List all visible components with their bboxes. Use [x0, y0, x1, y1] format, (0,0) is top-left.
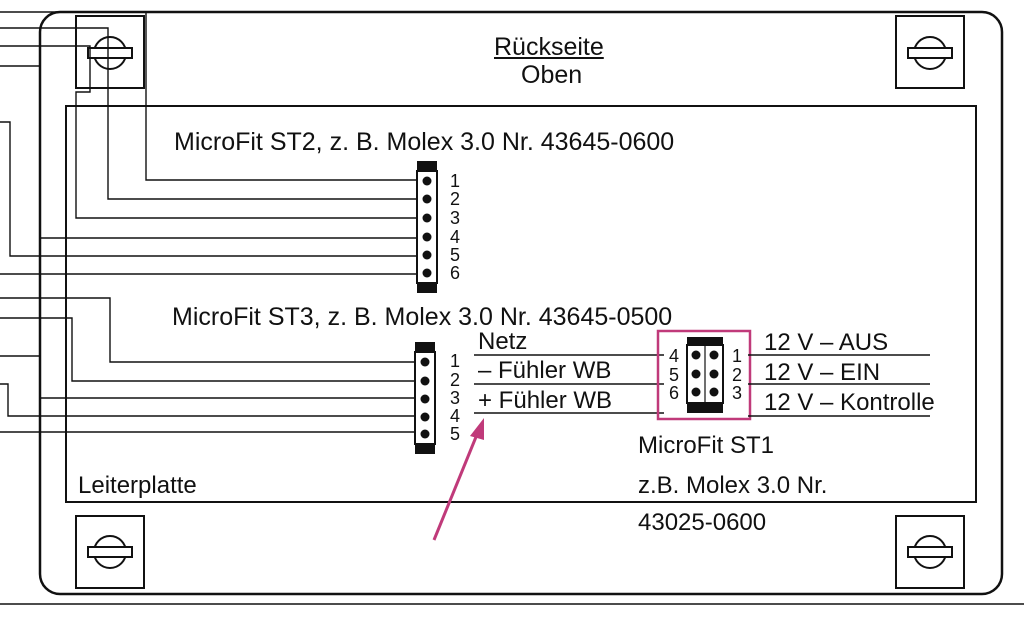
st3-wires — [0, 297, 418, 433]
mounting-screw-icon — [75, 515, 145, 589]
mounting-screw-icon — [75, 15, 145, 89]
st3-signal-lines — [474, 354, 664, 414]
st3-pin-label: 4 — [450, 406, 461, 426]
housing-outline — [38, 10, 1004, 596]
board-label: Leiterplatte — [78, 472, 197, 499]
st2-pin-label: 2 — [450, 189, 461, 209]
st1-pin-label: 2 — [732, 365, 743, 385]
st2-connector — [416, 161, 438, 293]
st1-part-number: 43025-0600 — [638, 509, 767, 536]
header-subtitle: Oben — [521, 61, 583, 89]
st1-pin-label: 4 — [669, 346, 680, 366]
st3-signal-label: + Fühler WB — [478, 387, 613, 414]
st1-name: MicroFit ST1 — [638, 432, 775, 459]
st3-signal-label: – Fühler WB — [478, 357, 612, 384]
st1-highlight — [656, 329, 752, 421]
st2-pin-label: 6 — [450, 263, 461, 283]
st2-pin-label: 4 — [450, 227, 461, 247]
st1-part-line: z.B. Molex 3.0 Nr. — [638, 472, 828, 499]
pcb-outline — [65, 105, 977, 503]
mounting-screw-icon — [895, 15, 965, 89]
st1-pin-label: 5 — [669, 365, 680, 385]
st1-output-lines — [748, 354, 930, 417]
st3-pin-label: 3 — [450, 388, 461, 408]
st1-pin-label: 6 — [669, 383, 680, 403]
st3-signal-label: Netz — [478, 328, 528, 355]
st2-pin-label: 5 — [450, 245, 461, 265]
st1-connector — [686, 337, 724, 413]
st1-pin-label: 3 — [732, 383, 743, 403]
st1-output-label: 12 V – AUS — [764, 329, 889, 356]
st2-wires — [0, 11, 418, 275]
st1-output-label: 12 V – EIN — [764, 359, 881, 386]
st2-pin-label: 1 — [450, 171, 461, 191]
pointer-arrow — [432, 418, 484, 541]
st1-pin-label: 1 — [732, 346, 743, 366]
st2-label: MicroFit ST2, z. B. Molex 3.0 Nr. 43645-… — [174, 128, 675, 156]
st3-label: MicroFit ST3, z. B. Molex 3.0 Nr. 43645-… — [172, 303, 673, 331]
st1-output-label: 12 V – Kontrolle — [764, 389, 935, 416]
st3-connector — [414, 342, 436, 454]
st3-pin-label: 5 — [450, 424, 461, 444]
mounting-screw-icon — [895, 515, 965, 589]
st2-pin-label: 3 — [450, 208, 461, 228]
header-title: Rückseite — [494, 33, 604, 61]
st3-pin-label: 2 — [450, 370, 461, 390]
st3-pin-label: 1 — [450, 351, 461, 371]
